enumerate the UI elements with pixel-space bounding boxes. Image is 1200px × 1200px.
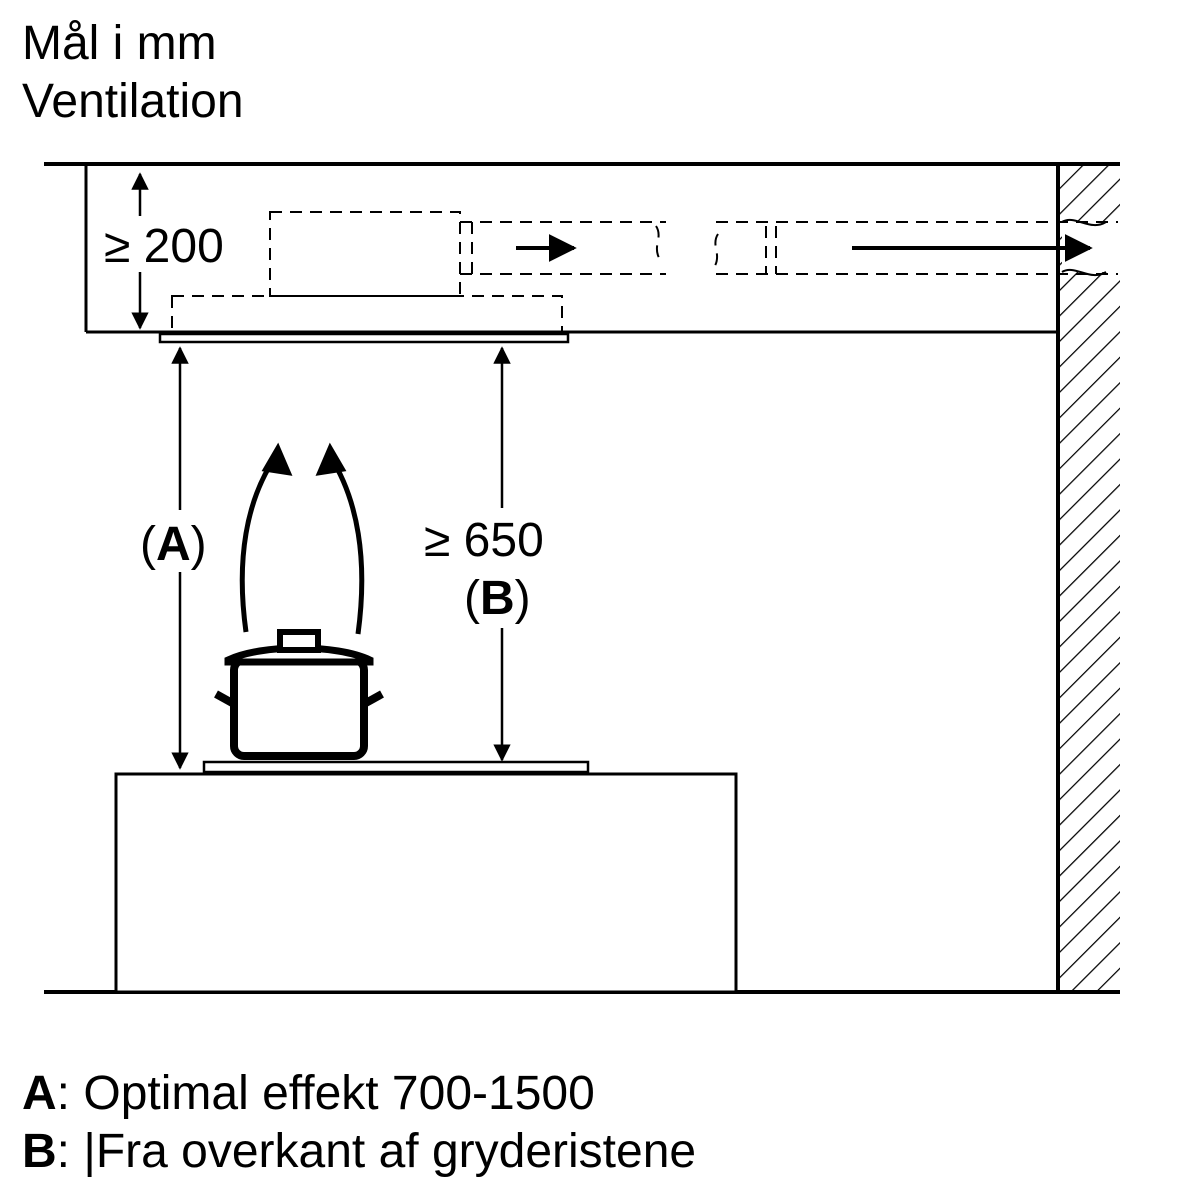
- duct-break-top: [1061, 219, 1107, 227]
- hood-body-dashed: [171, 211, 563, 333]
- exhaust-duct: [460, 221, 1118, 275]
- base-cabinet: [114, 772, 738, 994]
- hood-panel: [158, 332, 570, 344]
- ceiling-clearance-label: ≥ 200: [104, 220, 224, 273]
- legend-item-a: A: Optimal effekt 700-1500: [22, 1067, 595, 1120]
- units-title: Mål i mm: [22, 17, 217, 70]
- b-min-label: ≥ 650: [424, 514, 544, 567]
- cooking-pot-icon: [214, 629, 384, 760]
- steam-arrows: [239, 454, 365, 635]
- b-dimension-label: (B): [464, 572, 531, 625]
- legend-item-b: B: |Fra overkant af gryderistene: [22, 1125, 697, 1178]
- duct-break-bottom: [1061, 269, 1107, 277]
- a-dimension-label: (A): [140, 518, 207, 571]
- wall: [1056, 164, 1122, 992]
- mode-title: Ventilation: [22, 75, 244, 128]
- cooktop: [202, 760, 590, 774]
